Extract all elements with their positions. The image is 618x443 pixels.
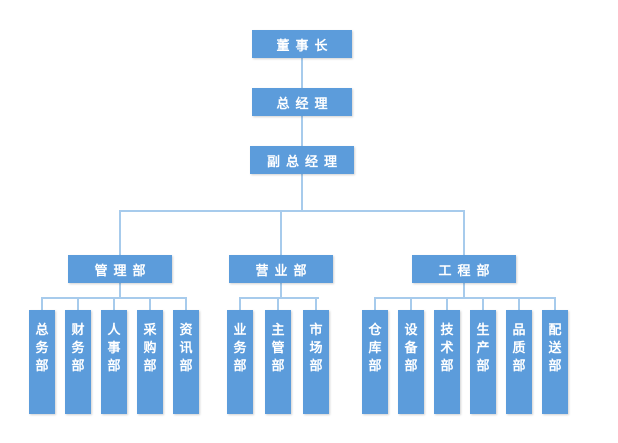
connector-line xyxy=(463,210,465,255)
connector-line xyxy=(239,297,241,310)
leaf-node: 配送部 xyxy=(542,310,568,414)
leaf-node: 主管部 xyxy=(265,310,291,414)
node-deputy-general-manager: 副总经理 xyxy=(250,146,354,174)
connector-line xyxy=(277,297,279,310)
connector-line xyxy=(374,297,556,299)
connector-line xyxy=(41,297,43,310)
branch-node-engineering: 工程部 xyxy=(412,255,516,283)
connector-line xyxy=(113,297,115,310)
branch-node-management: 管理部 xyxy=(68,255,172,283)
connector-line xyxy=(463,283,465,297)
connector-line xyxy=(301,116,303,146)
connector-line xyxy=(301,58,303,88)
connector-line xyxy=(77,297,79,310)
connector-line xyxy=(315,297,317,310)
connector-line xyxy=(554,297,556,310)
leaf-node: 人事部 xyxy=(101,310,127,414)
connector-line xyxy=(149,297,151,310)
leaf-node: 仓库部 xyxy=(362,310,388,414)
leaf-node: 品质部 xyxy=(506,310,532,414)
leaf-node: 设备部 xyxy=(398,310,424,414)
leaf-node: 生产部 xyxy=(470,310,496,414)
leaf-node: 采购部 xyxy=(137,310,163,414)
connector-line xyxy=(280,210,282,255)
connector-line xyxy=(239,297,319,299)
leaf-node: 资讯部 xyxy=(173,310,199,414)
connector-line xyxy=(119,283,121,297)
connector-line xyxy=(119,210,121,255)
connector-line xyxy=(185,297,187,310)
connector-line xyxy=(410,297,412,310)
connector-line xyxy=(280,283,282,297)
leaf-node: 市场部 xyxy=(303,310,329,414)
connector-line xyxy=(446,297,448,310)
node-chairman: 董事长 xyxy=(252,30,352,58)
leaf-node: 业务部 xyxy=(227,310,253,414)
leaf-node: 总务部 xyxy=(29,310,55,414)
connector-line xyxy=(119,210,465,212)
connector-line xyxy=(482,297,484,310)
leaf-node: 技术部 xyxy=(434,310,460,414)
connector-line xyxy=(374,297,376,310)
connector-line xyxy=(518,297,520,310)
leaf-node: 财务部 xyxy=(65,310,91,414)
node-general-manager: 总经理 xyxy=(252,88,352,116)
connector-line xyxy=(301,174,303,210)
branch-node-sales: 营业部 xyxy=(229,255,333,283)
